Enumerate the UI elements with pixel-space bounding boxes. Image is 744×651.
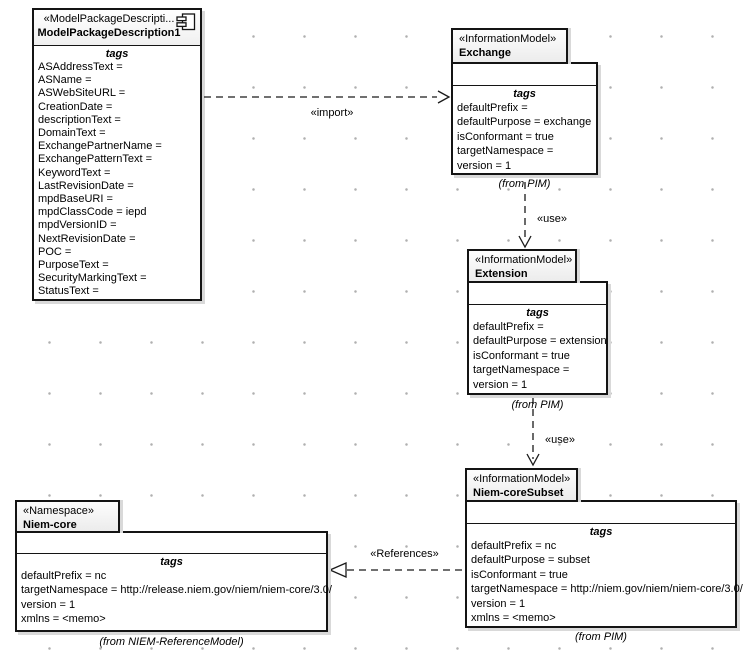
tag-line: targetNamespace = (457, 145, 554, 158)
tags-title: tags (160, 556, 183, 568)
niemcore-from-label: (from NIEM-ReferenceModel) (99, 636, 244, 648)
compartment-divider (469, 283, 606, 305)
tag-line: version = 1 (457, 159, 512, 172)
compartment-divider (17, 533, 326, 554)
import-connector-label: «import» (310, 107, 354, 119)
node-extension-body[interactable]: tags defaultPrefix = defaultPurpose = ex… (467, 281, 608, 395)
niemcore-name: Niem-core (23, 519, 77, 531)
tag-line: xmlns = <memo> (471, 612, 556, 625)
subset-tags-compartment: tags defaultPrefix = nc defaultPurpose =… (467, 524, 743, 625)
extension-from-label: (from PIM) (511, 399, 564, 411)
tag-line: xmlns = <memo> (21, 613, 106, 626)
node-niem-core-subset-body[interactable]: tags defaultPrefix = nc defaultPurpose =… (465, 500, 743, 628)
node-model-package-description[interactable]: «ModelPackageDescripti... ModelPackageDe… (32, 8, 202, 301)
tag-line: ExchangePartnerName = (38, 140, 162, 153)
subset-from-label: (from PIM) (575, 631, 627, 643)
references-connector-label: «References» (370, 548, 439, 560)
subset-stereotype: «InformationModel» (473, 473, 571, 485)
tag-line: ASAddressText = (38, 61, 123, 73)
node-exchange-body[interactable]: tags defaultPrefix = defaultPurpose = ex… (451, 62, 598, 175)
mpd-name: ModelPackageDescription1 (37, 27, 181, 39)
mpd-stereotype: «ModelPackageDescripti... (43, 13, 175, 25)
tag-line: SecurityMarkingText = (38, 272, 147, 285)
compartment-divider (453, 64, 596, 86)
tag-line: defaultPrefix = nc (21, 570, 107, 582)
niemcore-tags-compartment: tags defaultPrefix = nc targetNamespace … (17, 554, 332, 627)
tag-line: POC = (38, 245, 72, 258)
import-arrowhead-icon (437, 90, 451, 104)
exchange-from-label: (from PIM) (498, 178, 551, 190)
node-exchange-tab[interactable]: «InformationModel» Exchange (451, 28, 568, 64)
tag-line: StatusText = (38, 285, 99, 298)
use1-arrowhead-icon (518, 235, 532, 249)
tag-line: KeywordText = (38, 166, 111, 179)
tag-line: mpdVersionID = (38, 219, 117, 232)
tag-line: isConformant = true (457, 130, 554, 143)
tag-line: defaultPurpose = subset (471, 554, 590, 567)
mpd-tags-compartment: tags ASAddressText = ASName = ASWebSiteU… (34, 46, 200, 299)
tag-line: defaultPrefix = (457, 102, 528, 114)
tag-line: ExchangePatternText = (38, 153, 153, 166)
extension-tags-compartment: tags defaultPrefix = defaultPurpose = ex… (469, 305, 607, 392)
tag-line: DomainText = (38, 127, 106, 140)
tags-title: tags (589, 526, 613, 538)
tag-line: targetNamespace = http://release.niem.go… (21, 584, 332, 597)
compartment-divider (467, 502, 735, 524)
niemcore-stereotype: «Namespace» (23, 505, 94, 517)
tag-line: version = 1 (473, 378, 528, 391)
tag-line: CreationDate = (38, 100, 113, 113)
tag-line: isConformant = true (471, 568, 568, 581)
use2-connector-label: «use» (545, 434, 575, 446)
tag-line: ASName = (38, 74, 92, 87)
tag-line: defaultPurpose = exchange (457, 116, 592, 129)
use2-arrowhead-icon (526, 453, 540, 467)
tag-line: NextRevisionDate = (38, 232, 136, 245)
tag-line: LastRevisionDate = (38, 179, 134, 192)
tag-line: defaultPrefix = (473, 321, 544, 333)
tag-line: defaultPurpose = extension (473, 335, 607, 348)
tag-line: defaultPrefix = nc (471, 540, 557, 552)
use1-connector-label: «use» (537, 213, 567, 225)
tag-line: mpdClassCode = iepd (38, 206, 147, 219)
exchange-tags-compartment: tags defaultPrefix = defaultPurpose = ex… (453, 86, 596, 173)
extension-name: Extension (475, 268, 528, 280)
references-triangle-arrowhead-icon (328, 562, 347, 578)
tag-line: version = 1 (21, 598, 76, 611)
tags-title: tags (513, 88, 536, 100)
component-icon (176, 13, 196, 31)
node-niem-core-tab[interactable]: «Namespace» Niem-core (15, 500, 120, 533)
tags-title: tags (105, 48, 129, 60)
node-extension-tab[interactable]: «InformationModel» Extension (467, 249, 577, 283)
tag-line: targetNamespace = http://niem.gov/niem/n… (471, 583, 743, 596)
tags-title: tags (526, 307, 549, 319)
extension-stereotype: «InformationModel» (475, 254, 573, 266)
exchange-name: Exchange (459, 47, 511, 59)
mpd-header: «ModelPackageDescripti... ModelPackageDe… (34, 10, 200, 46)
exchange-stereotype: «InformationModel» (459, 33, 557, 45)
tag-line: PurposeText = (38, 259, 109, 272)
tag-line: mpdBaseURI = (38, 193, 113, 206)
tag-line: version = 1 (471, 597, 526, 610)
node-niem-core-body[interactable]: tags defaultPrefix = nc targetNamespace … (15, 531, 332, 632)
tag-line: targetNamespace = (473, 364, 570, 377)
tag-line: ASWebSiteURL = (38, 87, 126, 100)
subset-name: Niem-coreSubset (473, 487, 564, 499)
tag-line: descriptionText = (38, 113, 121, 126)
tag-line: isConformant = true (473, 349, 570, 362)
node-niem-core-subset-tab[interactable]: «InformationModel» Niem-coreSubset (465, 468, 578, 502)
